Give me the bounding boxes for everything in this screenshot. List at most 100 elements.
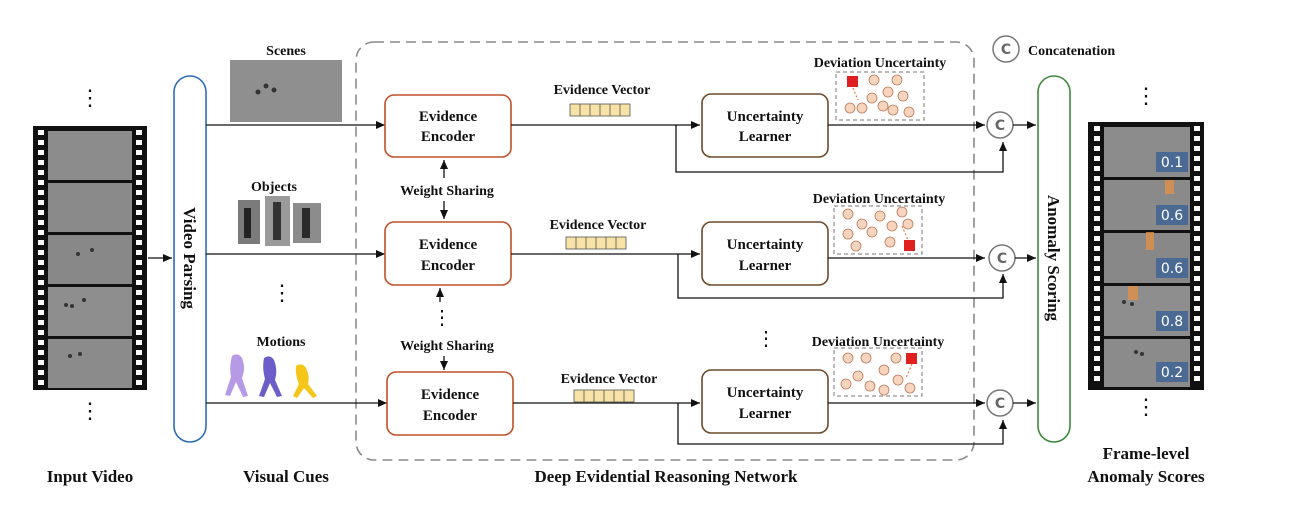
film-sprocket-hole	[38, 370, 44, 375]
film-sprocket-hole	[1194, 246, 1200, 251]
film-sprocket-hole	[136, 240, 142, 245]
scenes-label: Scenes	[266, 44, 306, 59]
score-badge-bg	[1156, 311, 1188, 331]
score-badge: 0.6	[1161, 261, 1183, 277]
film-sprocket-hole	[38, 210, 44, 215]
deviation-uncertainty-plot	[833, 347, 923, 397]
concatenation-label: Concatenation	[1028, 44, 1115, 59]
film-sprocket-hole	[1194, 336, 1200, 341]
film-sprocket-hole	[136, 230, 142, 235]
film-sprocket-hole	[1194, 326, 1200, 331]
evidence-vector-icon	[573, 389, 635, 403]
film-sprocket-hole	[1094, 276, 1100, 281]
film-sprocket-hole	[1094, 166, 1100, 171]
visual-cues-label: Visual Cues	[243, 467, 329, 486]
concat-legend-symbol: C	[1001, 42, 1011, 58]
film-sprocket-hole	[1094, 186, 1100, 191]
film-sprocket-hole	[38, 270, 44, 275]
network-label: Deep Evidential Reasoning Network	[534, 467, 798, 486]
film-sprocket-hole	[38, 220, 44, 225]
film-sprocket-hole	[1194, 166, 1200, 171]
film-sprocket-hole	[1194, 256, 1200, 261]
film-sprocket-hole	[38, 150, 44, 155]
film-sprocket-hole	[136, 260, 142, 265]
film-sprocket-hole	[38, 340, 44, 345]
film-sprocket-hole	[1094, 356, 1100, 361]
film-sprocket-hole	[1194, 186, 1200, 191]
film-sprocket-hole	[38, 300, 44, 305]
deviation-uncertainty-label: Deviation Uncertainty	[813, 192, 946, 207]
input-bottom-ellipsis: ⋮	[79, 399, 101, 424]
film-sprocket-hole	[38, 160, 44, 165]
film-sprocket-hole	[38, 130, 44, 135]
film-sprocket-hole	[1094, 256, 1100, 261]
film-sprocket-hole	[1194, 356, 1200, 361]
film-sprocket-hole	[38, 360, 44, 365]
film-sprocket-hole	[1194, 206, 1200, 211]
score-badge-bg	[1156, 362, 1188, 382]
uncertainty-learner-box	[701, 369, 829, 434]
score-badge-bg	[1156, 205, 1188, 225]
film-sprocket-hole	[1094, 246, 1100, 251]
weight-sharing-label-2: Weight Sharing	[400, 339, 494, 354]
film-sprocket-hole	[1094, 266, 1100, 271]
evidence-encoder-line1: Evidence	[421, 387, 480, 403]
video-parsing-label: Video Parsing	[180, 207, 199, 309]
film-sprocket-hole	[136, 300, 142, 305]
network-container	[355, 41, 975, 461]
film-sprocket-hole	[136, 170, 142, 175]
film-sprocket-hole	[1194, 196, 1200, 201]
film-sprocket-hole	[38, 200, 44, 205]
uncertainty-learner-line2: Learner	[739, 258, 792, 274]
film-sprocket-hole	[1094, 286, 1100, 291]
branch-3: Evidence Encoder Evidence Vector Uncerta…	[386, 326, 1036, 445]
deviation-uncertainty-label: Deviation Uncertainty	[814, 56, 947, 71]
film-sprocket-hole	[1094, 326, 1100, 331]
video-parsing-box	[173, 75, 207, 443]
film-sprocket-hole	[1194, 376, 1200, 381]
output-bottom-ellipsis: ⋮	[1135, 395, 1157, 420]
film-sprocket-hole	[1194, 306, 1200, 311]
film-sprocket-hole	[1094, 306, 1100, 311]
score-badge: 0.8	[1161, 314, 1183, 330]
evidence-vector-icon	[565, 236, 627, 250]
concat-symbol: C	[997, 251, 1007, 267]
concat-symbol: C	[995, 396, 1005, 412]
uncertainty-learner-box	[701, 93, 829, 158]
evidence-encoder-line1: Evidence	[419, 109, 478, 125]
concat-symbol: C	[995, 118, 1005, 134]
film-sprocket-hole	[136, 220, 142, 225]
input-video-label: Input Video	[47, 467, 133, 486]
film-sprocket-hole	[1194, 176, 1200, 181]
film-sprocket-hole	[1094, 346, 1100, 351]
film-sprocket-hole	[136, 270, 142, 275]
film-sprocket-hole	[136, 150, 142, 155]
film-sprocket-hole	[38, 170, 44, 175]
film-sprocket-hole	[1094, 226, 1100, 231]
weight-sharing-ellipsis: ⋮	[432, 305, 452, 329]
film-sprocket-hole	[136, 380, 142, 385]
film-sprocket-hole	[1194, 266, 1200, 271]
input-video-filmstrip	[33, 126, 147, 390]
film-sprocket-hole	[1194, 216, 1200, 221]
film-sprocket-hole	[38, 180, 44, 185]
film-sprocket-hole	[136, 280, 142, 285]
film-sprocket-hole	[38, 250, 44, 255]
film-sprocket-hole	[136, 160, 142, 165]
evidence-encoder-box	[386, 371, 514, 436]
film-sprocket-hole	[136, 340, 142, 345]
film-sprocket-hole	[136, 200, 142, 205]
film-sprocket-hole	[1094, 146, 1100, 151]
anomaly-scores-label: Anomaly Scores	[1087, 467, 1205, 486]
film-sprocket-hole	[1094, 136, 1100, 141]
scene-thumbnail	[230, 60, 342, 122]
evidence-vector-label: Evidence Vector	[554, 83, 651, 98]
anomaly-scoring-box	[1037, 75, 1071, 443]
film-sprocket-hole	[38, 230, 44, 235]
film-sprocket-hole	[1094, 236, 1100, 241]
film-sprocket-hole	[1194, 346, 1200, 351]
evidence-encoder-box	[384, 221, 512, 286]
evidence-encoder-box	[384, 94, 512, 158]
uncertainty-learner-line2: Learner	[739, 406, 792, 422]
motions-label: Motions	[257, 335, 307, 350]
